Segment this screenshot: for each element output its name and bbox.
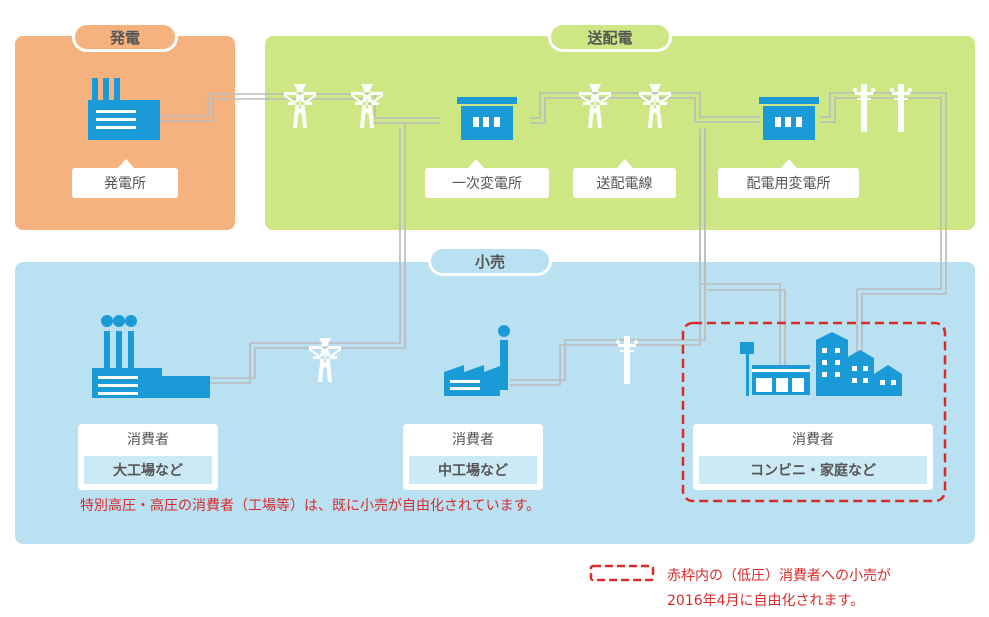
utility-pole-icon bbox=[853, 84, 875, 132]
consumer-type: 大工場など bbox=[84, 456, 212, 484]
store-and-homes-icon bbox=[740, 332, 902, 396]
consumer-label: 消費者 bbox=[127, 432, 169, 448]
consumer-type: コンビニ・家庭など bbox=[699, 456, 927, 484]
primary-substation-icon bbox=[457, 97, 517, 140]
transmission-line-label: 送配電線 bbox=[573, 168, 676, 198]
transmission-tower-icon bbox=[350, 83, 384, 129]
primary-substation-label: 一次変電所 bbox=[425, 168, 549, 198]
generation-section-title: 発電 bbox=[72, 22, 178, 52]
transmission-section-title: 送配電 bbox=[548, 22, 672, 52]
transmission-tower-icon bbox=[578, 83, 612, 129]
medium-factory-icon bbox=[444, 325, 510, 396]
liberalization-highlight-box bbox=[681, 321, 947, 503]
retail-section-title: 小売 bbox=[428, 246, 552, 276]
transmission-tower-icon bbox=[308, 337, 342, 383]
legend-dashed-box bbox=[589, 564, 655, 582]
utility-pole-icon bbox=[616, 336, 638, 384]
distribution-substation-icon bbox=[759, 97, 819, 140]
distribution-substation-label: 配電用変電所 bbox=[718, 168, 859, 198]
consumer-label: 消費者 bbox=[792, 432, 834, 448]
liberalized-note: 特別高圧・高圧の消費者（工場等）は、既に小売が自由化されています。 bbox=[80, 498, 541, 514]
utility-pole-icon bbox=[890, 84, 912, 132]
transmission-tower-icon bbox=[638, 83, 672, 129]
consumer-medium-factory: 消費者 中工場など bbox=[403, 424, 543, 490]
consumer-store-home: 消費者 コンビニ・家庭など bbox=[693, 424, 933, 490]
legend-text-line2: 2016年4月に自由化されます。 bbox=[667, 593, 865, 609]
transmission-tower-icon bbox=[283, 83, 317, 129]
power-plant-icon bbox=[88, 78, 160, 140]
large-factory-icon bbox=[92, 315, 210, 398]
consumer-label: 消費者 bbox=[452, 432, 494, 448]
consumer-large-factory: 消費者 大工場など bbox=[78, 424, 218, 490]
consumer-type: 中工場など bbox=[409, 456, 537, 484]
power-plant-label: 発電所 bbox=[72, 168, 178, 198]
retail-panel bbox=[15, 262, 975, 544]
legend-text-line1: 赤枠内の（低圧）消費者への小売が bbox=[667, 568, 891, 584]
power-lines bbox=[160, 92, 947, 386]
